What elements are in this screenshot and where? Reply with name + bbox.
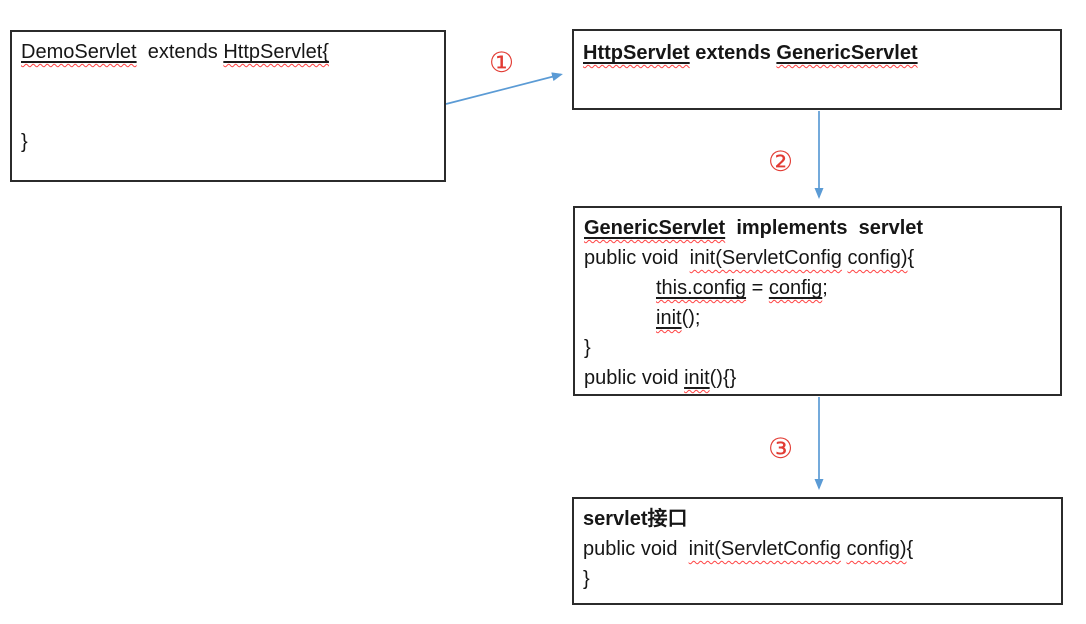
step-3-circled-number: ③: [768, 432, 794, 465]
step-2-circled-number: ②: [768, 145, 794, 178]
box-http-servlet: HttpServlet extends GenericServlet: [572, 29, 1062, 110]
step-1-circled-number: ①: [489, 46, 515, 79]
box-demo-servlet: DemoServlet extends HttpServlet{ }: [10, 30, 446, 182]
